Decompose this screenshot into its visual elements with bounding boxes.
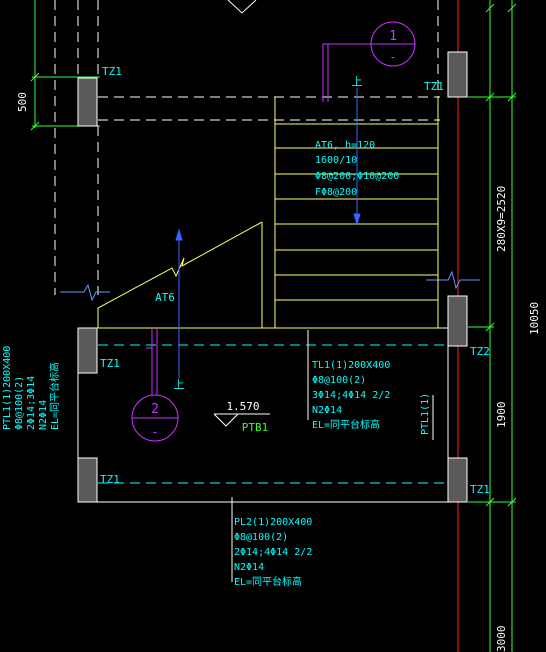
label-at6: AT6 <box>155 291 175 304</box>
at6-note-line4: FΦ8@200 <box>315 187 357 198</box>
direction-arrows <box>175 88 361 378</box>
pl2-note-line1: PL2(1)200X400 <box>234 517 312 528</box>
ptl1-right-label: PTL1(1) <box>420 393 431 435</box>
at6-note-line2: 1600/10 <box>315 155 357 166</box>
ptl1-note-line2: Φ8@100(2) <box>14 376 25 430</box>
elevation-triangle <box>213 413 239 427</box>
tl1-note-line5: EL=同平台标高 <box>312 418 380 431</box>
top-marker-partial <box>227 0 257 14</box>
pl2-note-line4: N2Φ14 <box>234 562 264 573</box>
dim-tick <box>485 497 495 507</box>
section-marker-1-number: 1 <box>389 29 397 44</box>
label-tz1-bottom-right: TZ1 <box>470 483 490 496</box>
dimension-lines <box>30 0 517 652</box>
tl1-note-line3: 3Φ14;4Φ14 2/2 <box>312 390 390 401</box>
dim-tick <box>485 322 495 332</box>
dim-3000: 3000 <box>495 626 508 652</box>
platform-outline <box>77 327 466 503</box>
break-line <box>60 283 110 302</box>
dim-500: 500 <box>16 92 29 112</box>
break-lines <box>60 270 480 302</box>
section-marker-1-dash: - <box>389 50 396 64</box>
dim-tick <box>30 121 40 131</box>
dim-tick <box>485 3 495 13</box>
label-tz2-mid-right: TZ2 <box>470 345 490 358</box>
ptl1-note-line4: N2Φ14 <box>38 400 49 430</box>
hidden-lines-cyan <box>98 344 448 484</box>
section-marker-2-dash: - <box>151 425 158 439</box>
label-ptb1: PTB1 <box>242 421 269 434</box>
section-marker-1 <box>322 21 416 102</box>
column-tz1-bottom-right <box>447 457 468 503</box>
at6-note-line1: AT6, h=120 <box>315 140 375 151</box>
elevation-mark <box>213 413 270 427</box>
stair-up-label-bottom: 上 <box>174 378 185 391</box>
label-tz1-bottom-left: TZ1 <box>100 473 120 486</box>
section-marker-2-number: 2 <box>151 402 159 417</box>
dimension-texts: 500 280X9=2520 10050 1900 3000 <box>16 92 541 652</box>
column-tz2-mid-right <box>447 295 468 347</box>
ptl1-note-line5: EL=同平台标高 <box>48 362 61 430</box>
stair-up-label-top: 上 <box>352 75 363 88</box>
section-marker-2 <box>131 328 179 442</box>
tl1-note: TL1(1)200X400 Φ8@100(2) 3Φ14;4Φ14 2/2 N2… <box>312 360 390 431</box>
column-tz1-bottom-left <box>77 457 98 503</box>
pl2-note-line2: Φ8@100(2) <box>234 532 288 543</box>
tl1-note-line4: N2Φ14 <box>312 405 342 416</box>
pl2-note: PL2(1)200X400 Φ8@100(2) 2Φ14;4Φ14 2/2 N2… <box>234 517 312 588</box>
column-tz1-top-right <box>447 51 468 98</box>
pl2-note-line3: 2Φ14;4Φ14 2/2 <box>234 547 312 558</box>
elevation-value: 1.570 <box>226 400 259 413</box>
stair-treads <box>97 97 439 329</box>
ptl1-note-line3: 2Φ14;3Φ14 <box>26 376 37 430</box>
dim-tick <box>507 3 517 13</box>
at6-note: AT6, h=120 1600/10 Φ8@200;Φ10@200 FΦ8@20… <box>315 140 399 198</box>
tl1-note-line1: TL1(1)200X400 <box>312 360 390 371</box>
dim-tick <box>30 72 40 82</box>
note-leaders <box>231 330 434 582</box>
column-tz1-mid-left <box>77 327 98 374</box>
stair-section-line <box>97 221 263 328</box>
label-tz1-mid-left: TZ1 <box>100 357 120 370</box>
arrow-head-down <box>353 213 361 226</box>
ptl1-note-line1: PTL1(1)200X400 <box>2 346 13 430</box>
dim-2520: 280X9=2520 <box>495 186 508 252</box>
arrow-head-up <box>175 228 183 241</box>
label-tz1-top-left: TZ1 <box>102 65 122 78</box>
ptl1-left-note: PTL1(1)200X400 Φ8@100(2) 2Φ14;3Φ14 N2Φ14… <box>2 346 61 430</box>
dim-10050: 10050 <box>528 302 541 335</box>
at6-note-line3: Φ8@200;Φ10@200 <box>315 171 399 182</box>
dim-1900: 1900 <box>495 402 508 429</box>
pl2-note-line5: EL=同平台标高 <box>234 575 302 588</box>
tl1-note-line2: Φ8@100(2) <box>312 375 366 386</box>
break-line <box>426 270 480 290</box>
columns <box>77 51 468 503</box>
dim-tick <box>485 92 495 102</box>
column-labels: TZ1 TZ1 TZ1 TZ2 TZ1 TZ1 <box>100 65 490 496</box>
dim-tick <box>507 92 517 102</box>
dim-tick <box>507 497 517 507</box>
label-tz1-top-right: TZ1 <box>424 80 444 93</box>
column-tz1-top-left <box>77 77 98 127</box>
